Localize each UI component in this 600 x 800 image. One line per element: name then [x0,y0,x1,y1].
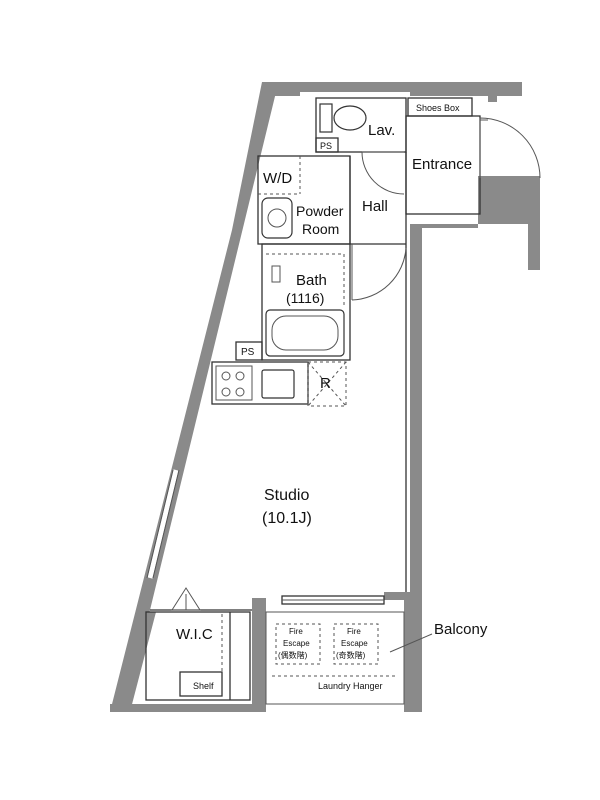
toilet-tank [319,103,333,133]
fire-escape-right-1: Fire [347,627,361,636]
shoes-box-label: Shoes Box [416,103,460,113]
studio-window [147,469,179,579]
fire-escape-left-3: (偶数階) [278,650,308,660]
fire-escape-right-2: Escape [341,639,368,648]
balcony-left-wall [252,598,266,712]
wic-label: W.I.C [176,626,213,643]
powder-room-label-1: Powder [296,203,344,219]
walls [110,82,540,712]
stove [215,365,253,401]
refrigerator-label: R [320,375,331,392]
bottom-wall [110,704,266,712]
kitchen-sink [261,369,295,399]
labels: Shoes Box Lav. PS Entrance W/D Powder Ro… [176,103,488,691]
wic-room [145,611,251,701]
toilet-bowl [333,105,367,131]
ps-top-label: PS [320,141,332,151]
left-slanted-wall [110,82,278,712]
shelf [179,671,223,697]
entrance-right-jamb [488,96,497,102]
entrance-label: Entrance [412,156,472,173]
entrance-right-wall [478,176,540,270]
laundry-hanger-label: Laundry Hanger [318,681,383,691]
studio-label: Studio [264,487,309,504]
ps-bath-label: PS [241,347,255,358]
fire-escape-right-3: (奇数階) [336,650,366,660]
ps-box-top [315,137,339,153]
bath-label: Bath [296,272,327,289]
balcony-label: Balcony [434,621,488,638]
balcony-right-wall [404,598,422,712]
lav-label: Lav. [368,122,395,139]
bath-room [261,243,351,361]
top-wall [262,82,522,96]
shelf-label: Shelf [193,681,214,691]
ps-box-bath [235,341,263,361]
wd-label: W/D [263,170,292,187]
powder-room-label-2: Room [302,221,339,237]
hall-label: Hall [362,198,388,215]
fire-escape-left-1: Fire [289,627,303,636]
entrance-door [479,117,541,179]
bath-size-label: (1116) [286,290,324,306]
right-main-wall [410,224,478,598]
fire-escape-left-2: Escape [283,639,310,648]
wic-wall [122,612,156,712]
hall-door [351,244,407,301]
interior-lines [145,97,541,705]
sink [261,197,293,239]
kitchen-counter [211,361,309,405]
bathtub [265,309,345,357]
lav-door [361,151,405,195]
balcony-area [265,611,405,705]
studio-size-label: (10.1J) [262,510,312,527]
partition-stub [384,592,410,600]
refrigerator [307,361,347,407]
